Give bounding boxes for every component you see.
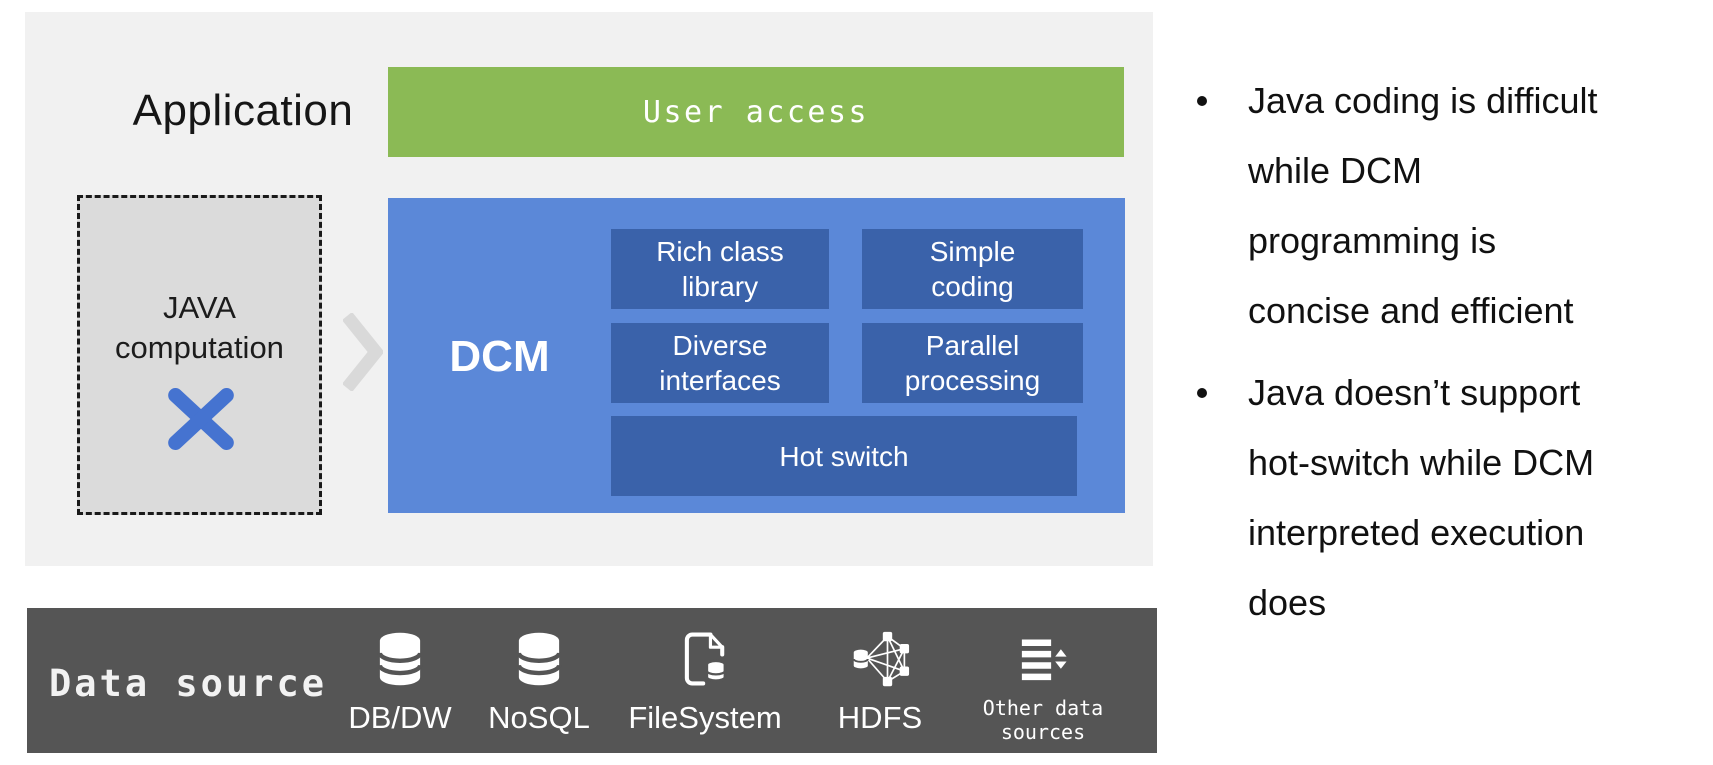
data-source-item-dbdw: DB/DW bbox=[315, 628, 485, 736]
list-sort-icon bbox=[1021, 639, 1067, 681]
dcm-feature-diverse-interfaces: Diverse interfaces bbox=[611, 323, 829, 403]
note-line: Java coding is difficult bbox=[1248, 80, 1598, 121]
hdfs-cluster-icon bbox=[852, 631, 910, 687]
data-source-item-label: Other data sources bbox=[958, 696, 1128, 744]
data-source-bar: Data source DB/DW NoSQL bbox=[27, 608, 1157, 753]
bullet-icon bbox=[1197, 388, 1207, 398]
java-computation-line: computation bbox=[115, 330, 284, 365]
java-computation-box: JAVA computation bbox=[77, 195, 322, 515]
feature-line: Rich class bbox=[656, 236, 784, 267]
feature-line: Hot switch bbox=[779, 440, 909, 472]
data-source-item-filesystem: FileSystem bbox=[620, 628, 790, 736]
feature-line: interfaces bbox=[659, 365, 781, 396]
feature-line: processing bbox=[904, 365, 1041, 396]
database-icon bbox=[516, 632, 562, 686]
application-label: Application bbox=[132, 86, 354, 135]
data-source-label: Data source bbox=[49, 662, 328, 705]
data-source-item-nosql: NoSQL bbox=[454, 628, 624, 736]
list-item: Java coding is difficult while DCM progr… bbox=[1197, 66, 1707, 346]
data-source-item-label: DB/DW bbox=[348, 700, 452, 735]
note-line: while DCM bbox=[1248, 150, 1423, 191]
user-access-label: User access bbox=[642, 94, 870, 130]
data-source-item-label: NoSQL bbox=[488, 700, 590, 735]
label-line: sources bbox=[1000, 720, 1086, 744]
data-source-item-label: HDFS bbox=[837, 700, 923, 735]
list-item: Java doesn’t support hot-switch while DC… bbox=[1197, 358, 1707, 638]
feature-line: Parallel bbox=[925, 330, 1020, 361]
feature-line: library bbox=[681, 271, 759, 302]
dcm-box: DCM Rich class library Simple coding Div… bbox=[388, 198, 1125, 513]
note-line: Java doesn’t support bbox=[1248, 372, 1581, 413]
feature-line: coding bbox=[931, 271, 1014, 302]
label-line: Other data bbox=[982, 696, 1104, 720]
note-line: does bbox=[1248, 582, 1327, 623]
java-computation-label: JAVA computation bbox=[80, 288, 319, 368]
data-source-item-label: FileSystem bbox=[628, 700, 782, 735]
notes-list: Java coding is difficult while DCM progr… bbox=[1197, 66, 1707, 638]
dcm-label: DCM bbox=[449, 332, 550, 381]
database-icon bbox=[377, 632, 423, 686]
bullet-icon bbox=[1197, 96, 1207, 106]
note-line: interpreted execution bbox=[1248, 512, 1585, 553]
feature-line: Diverse bbox=[672, 330, 768, 361]
java-computation-line: JAVA bbox=[163, 290, 236, 325]
data-source-item-other: Other data sources bbox=[958, 628, 1128, 744]
note-text: Java coding is difficult while DCM progr… bbox=[1248, 66, 1598, 346]
cross-icon bbox=[168, 388, 234, 450]
feature-line: Simple bbox=[929, 236, 1016, 267]
dcm-feature-simple-coding: Simple coding bbox=[862, 229, 1083, 309]
dcm-feature-rich-class-library: Rich class library bbox=[611, 229, 829, 309]
dcm-feature-hot-switch: Hot switch bbox=[611, 416, 1077, 496]
user-access-bar: User access bbox=[388, 67, 1124, 157]
chevron-right-icon bbox=[343, 313, 383, 391]
note-line: hot-switch while DCM bbox=[1248, 442, 1595, 483]
note-text: Java doesn’t support hot-switch while DC… bbox=[1248, 358, 1594, 638]
note-line: concise and efficient bbox=[1248, 290, 1574, 331]
note-line: programming is bbox=[1248, 220, 1497, 261]
data-source-item-hdfs: HDFS bbox=[795, 628, 965, 736]
dcm-feature-parallel-processing: Parallel processing bbox=[862, 323, 1083, 403]
application-panel: Application User access JAVA computation… bbox=[25, 12, 1153, 566]
file-database-icon bbox=[684, 632, 727, 686]
